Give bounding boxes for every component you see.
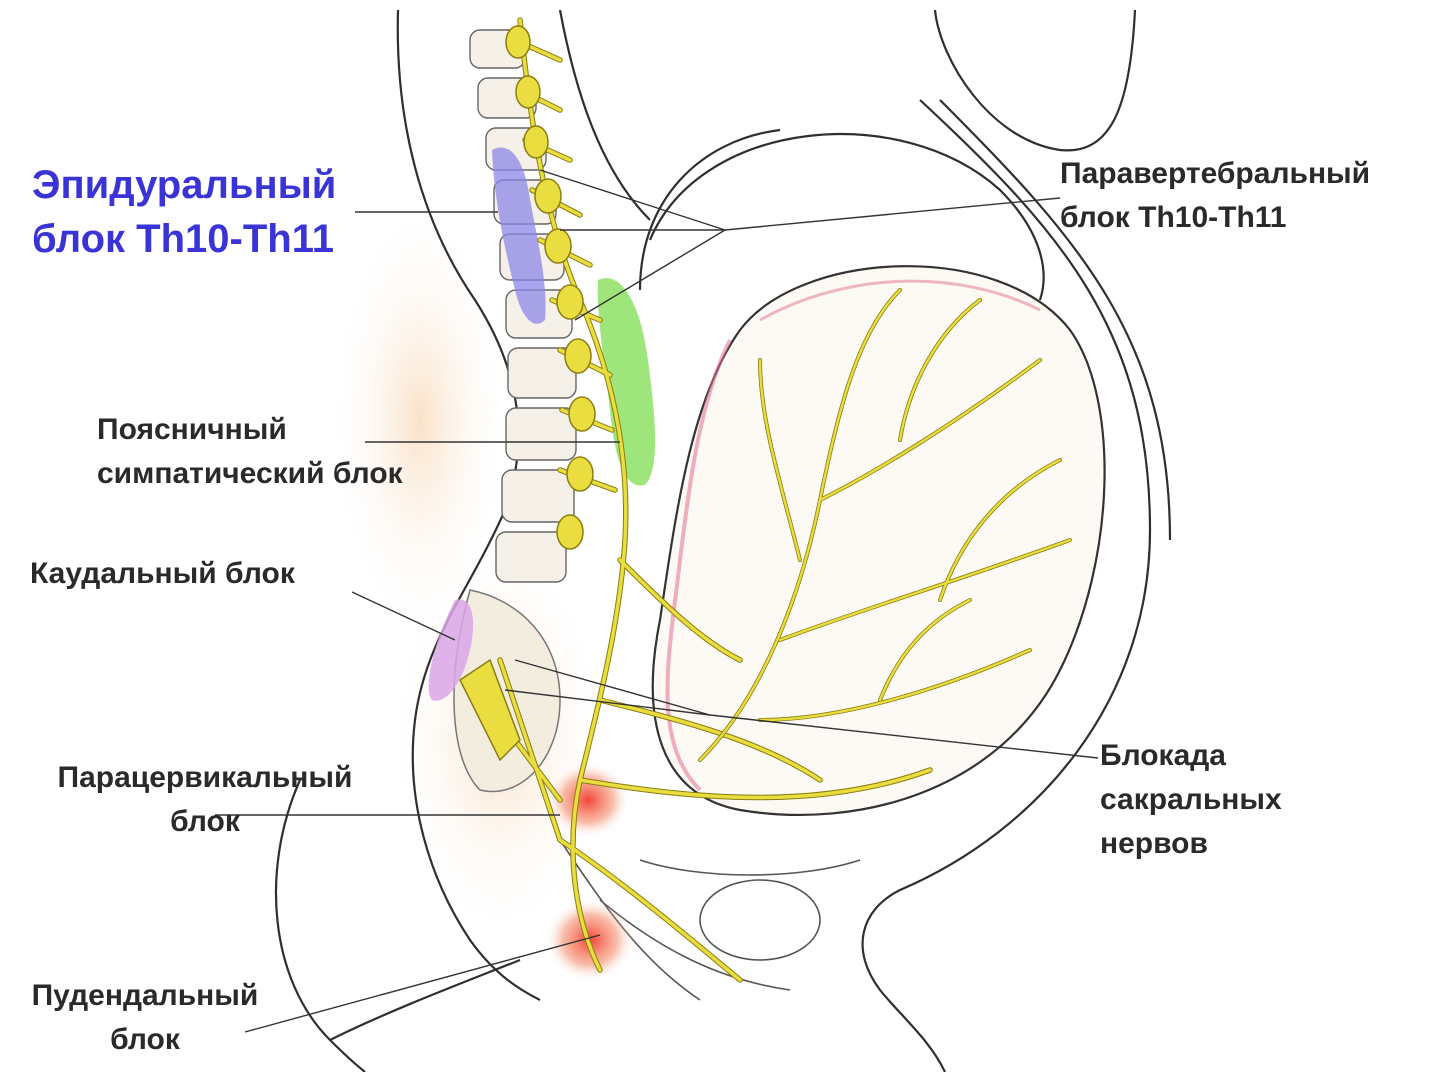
sacral-label-line-1: Блокада xyxy=(1100,734,1282,778)
epidural-label-line-1: Эпидуральный xyxy=(32,158,336,212)
caudal-label-line-1: Каудальный блок xyxy=(30,552,295,596)
pudendal-leader xyxy=(245,935,600,1032)
paracervical-label-line-2: блок xyxy=(25,800,385,844)
epidural-label-line-2: блок Th10-Th11 xyxy=(32,212,336,266)
lumbar-sympathetic-block-label: Поясничный симпатический блок xyxy=(97,408,403,496)
paracervical-label-line-1: Парацервикальный xyxy=(25,756,385,800)
paracervical-block-label: Парацервикальный блок xyxy=(25,756,385,844)
caudal-block-label: Каудальный блок xyxy=(30,552,295,596)
lumbar-label-line-2: симпатический блок xyxy=(97,452,403,496)
sacral-label-line-3: нервов xyxy=(1100,822,1282,866)
sacral-label-line-2: сакральных xyxy=(1100,778,1282,822)
pudendal-label-line-1: Пудендальный xyxy=(10,974,280,1018)
epidural-block-label: Эпидуральный блок Th10-Th11 xyxy=(32,158,336,266)
sacral-nerve-block-label: Блокада сакральных нервов xyxy=(1100,734,1282,866)
lumbar-label-line-1: Поясничный xyxy=(97,408,403,452)
pudendal-label-line-2: блок xyxy=(10,1018,280,1062)
paravertebral-block-label: Паравертебральный блок Th10-Th11 xyxy=(1060,152,1370,240)
paravertebral-label-line-2: блок Th10-Th11 xyxy=(1060,196,1370,240)
paravertebral-leader xyxy=(725,198,1060,230)
pudendal-block-label: Пудендальный блок xyxy=(10,974,280,1062)
paravertebral-label-line-1: Паравертебральный xyxy=(1060,152,1370,196)
